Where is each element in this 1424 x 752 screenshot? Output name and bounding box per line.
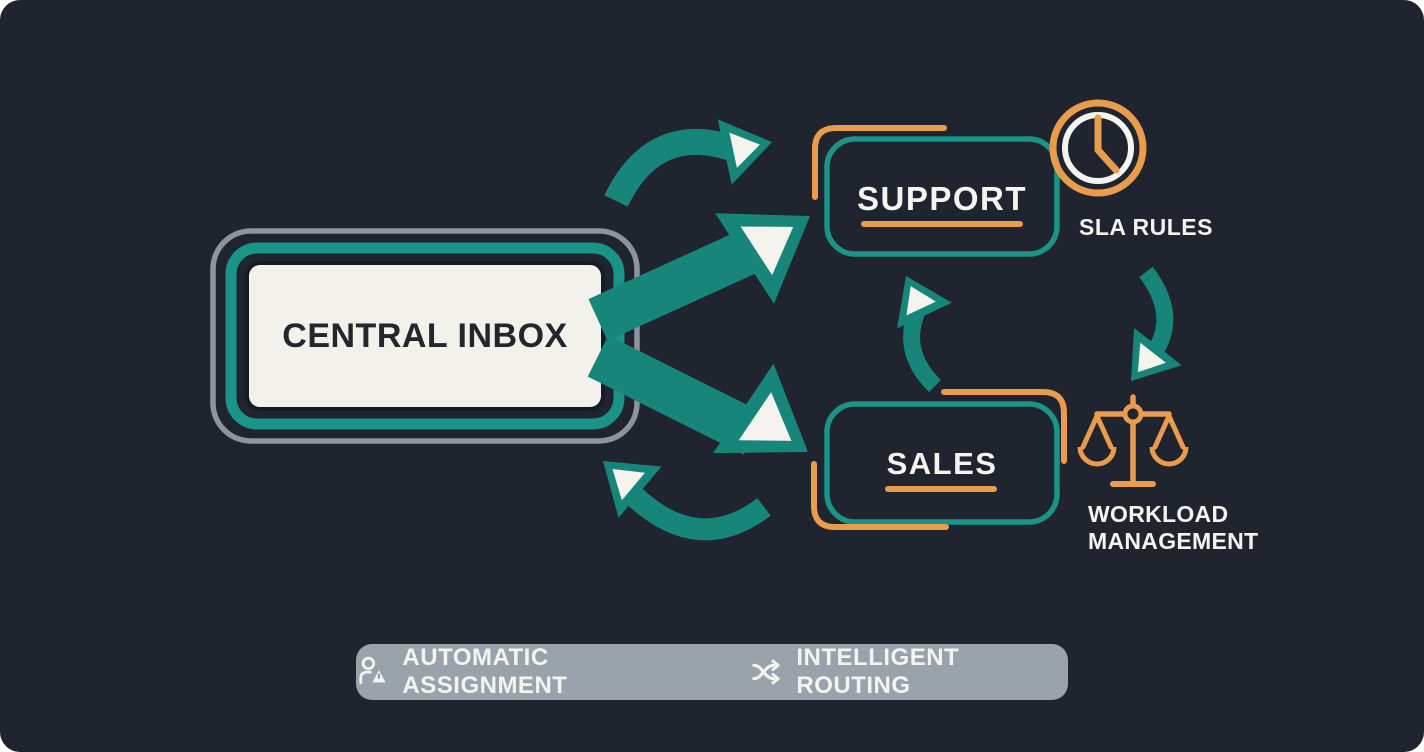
central-inbox-label: CENTRAL INBOX xyxy=(282,316,568,355)
loop-arrow-sales-to-support xyxy=(878,263,952,393)
shuffle-icon xyxy=(752,659,780,685)
sales-node xyxy=(811,389,1067,530)
clock-icon xyxy=(1049,99,1147,197)
support-node xyxy=(812,125,1060,257)
sales-label: SALES xyxy=(886,446,998,481)
sla-rules-label: SLA RULES xyxy=(1079,214,1213,240)
branch-arrow-sales xyxy=(587,335,839,497)
support-label: SUPPORT xyxy=(856,180,1028,217)
scales-icon xyxy=(1077,394,1189,487)
intelligent-routing-label: INTELLIGENT ROUTING xyxy=(796,644,960,699)
branch-arrow-support xyxy=(588,170,840,341)
workload-line2: MANAGEMENT xyxy=(1088,528,1259,554)
footer-item-automatic-assignment: AUTOMATIC ASSIGNMENT xyxy=(356,644,706,700)
central-inbox-node xyxy=(210,228,640,444)
user-assign-icon xyxy=(359,656,386,684)
loop-arrow-top xyxy=(604,109,779,207)
footer-item-intelligent-routing: INTELLIGENT ROUTING xyxy=(750,644,1068,700)
loop-arrow-bottom xyxy=(581,435,771,541)
workload-line1: WORKLOAD xyxy=(1088,501,1229,527)
footer-bar: AUTOMATIC ASSIGNMENT INTELLIGENT ROUTING xyxy=(356,644,1068,700)
automatic-assignment-label: AUTOMATIC ASSIGNMENT xyxy=(402,644,568,699)
workload-management-label: WORKLOAD MANAGEMENT xyxy=(1088,501,1258,555)
loop-arrow-sla-to-workload xyxy=(1107,266,1182,400)
